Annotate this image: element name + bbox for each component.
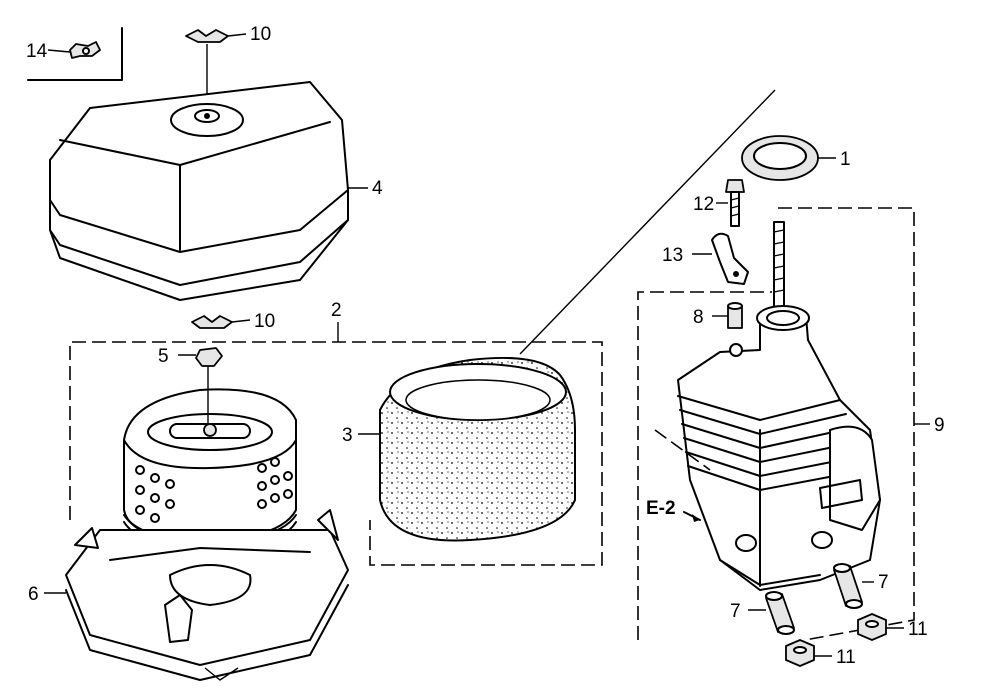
inset-box-part-14: 14	[26, 27, 123, 81]
nut-11-right: 11	[857, 613, 928, 641]
nut-11-left: 11	[785, 639, 856, 668]
wing-nut-14-icon	[69, 41, 101, 59]
callout-7-left: 7	[730, 601, 741, 622]
air-cleaner-elbow	[677, 221, 881, 591]
callout-2: 2	[331, 300, 342, 321]
collar-8: 8	[693, 302, 743, 329]
callout-1: 1	[840, 149, 851, 170]
assembly-bracket-2: 2	[69, 300, 603, 566]
callout-5: 5	[158, 346, 169, 367]
callout-10-top: 10	[250, 24, 271, 45]
wing-nut-10-top: 10	[185, 24, 271, 110]
paper-element-filter	[123, 366, 297, 551]
callout-11-left: 11	[836, 647, 856, 668]
wing-nut-10-lower: 10	[191, 311, 275, 332]
callout-6: 6	[28, 584, 39, 605]
callout-9: 9	[934, 415, 945, 436]
callout-4: 4	[372, 178, 383, 199]
air-cleaner-base-6: 6	[28, 509, 349, 681]
callout-11-right: 11	[908, 619, 928, 640]
foam-element-3: 3	[342, 356, 576, 542]
callout-3: 3	[342, 425, 353, 446]
filter-perforations	[135, 457, 293, 523]
reference-e2: E-2	[646, 429, 711, 522]
air-cleaner-cover-4: 4	[49, 81, 383, 301]
clamp-13: 13	[662, 232, 749, 285]
callout-14: 14	[26, 41, 48, 62]
leader-line-1	[519, 89, 776, 355]
callout-12: 12	[693, 194, 714, 215]
grommet-5: 5	[158, 346, 223, 367]
bolt-12: 12	[693, 179, 745, 227]
hose-7-left: 7	[730, 591, 795, 635]
reference-label: E-2	[646, 498, 676, 519]
seal-ring-1: 1	[741, 135, 851, 181]
hose-7-right: 7	[833, 563, 889, 609]
callout-7-right: 7	[878, 572, 889, 593]
callout-8: 8	[693, 307, 704, 328]
callout-13: 13	[662, 245, 683, 266]
callout-10-lower: 10	[254, 311, 275, 332]
